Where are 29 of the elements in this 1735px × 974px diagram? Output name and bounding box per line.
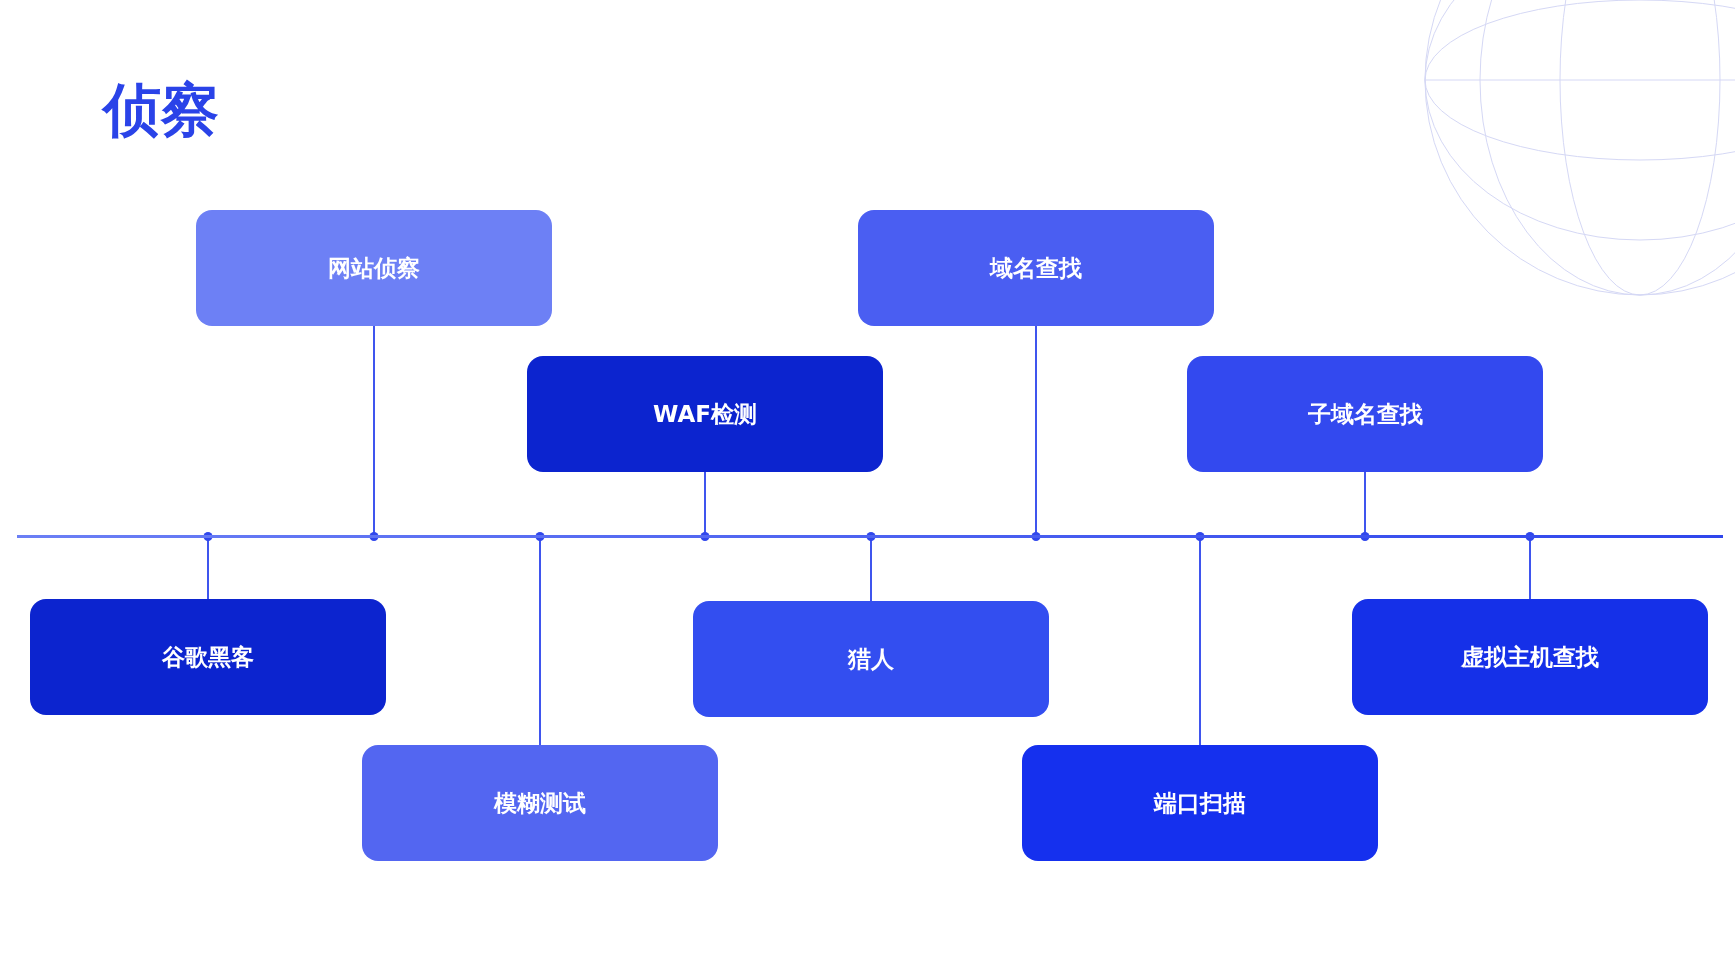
box-label: 谷歌黑客 xyxy=(162,642,254,672)
topic-box xyxy=(1022,745,1378,861)
topic-box xyxy=(196,210,552,326)
box-label: 虚拟主机查找 xyxy=(1461,642,1599,672)
connector-line xyxy=(866,532,876,602)
connector-line xyxy=(1360,471,1370,541)
box-label: 模糊测试 xyxy=(494,788,586,818)
connector-line xyxy=(203,532,213,600)
box-label: WAF检测 xyxy=(653,399,757,429)
topic-box xyxy=(1352,599,1708,715)
connector-line xyxy=(369,325,379,541)
box-label: 子域名查找 xyxy=(1307,399,1423,429)
connector-line xyxy=(700,471,710,541)
topic-box xyxy=(527,356,883,472)
timeline-bar xyxy=(17,535,1723,538)
topic-box xyxy=(693,601,1049,717)
connector-line xyxy=(1031,325,1041,541)
box-label: 网站侦察 xyxy=(328,253,420,283)
box-label: 域名查找 xyxy=(990,253,1082,283)
connector-line xyxy=(1195,532,1205,746)
page-title: 侦察 xyxy=(103,75,219,146)
connector-line xyxy=(535,532,545,746)
topic-box xyxy=(362,745,718,861)
connector-line xyxy=(1525,532,1535,600)
box-label: 猎人 xyxy=(848,644,894,674)
topic-box xyxy=(858,210,1214,326)
topic-box xyxy=(30,599,386,715)
topic-box xyxy=(1187,356,1543,472)
box-label: 端口扫描 xyxy=(1154,788,1246,818)
